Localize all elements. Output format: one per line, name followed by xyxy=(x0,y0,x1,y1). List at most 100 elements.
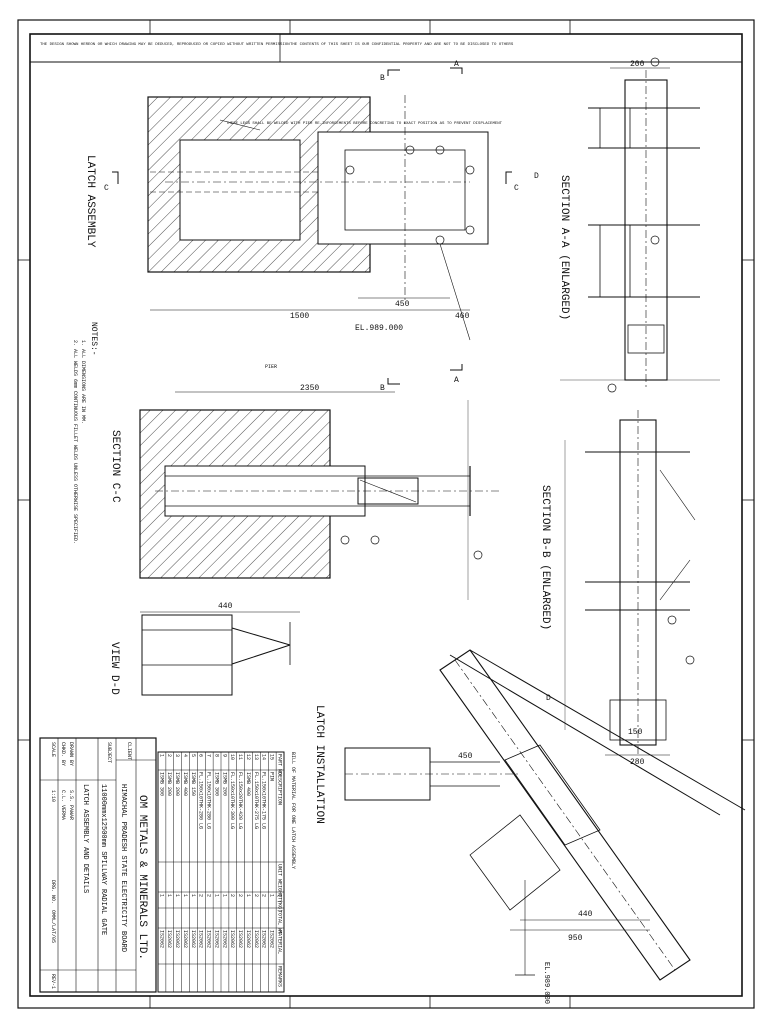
bom-cell: 1 xyxy=(158,894,164,897)
note-1: 1. ALL DIMENSIONS ARE IN MM. xyxy=(80,340,86,424)
section-cc-title: SECTION C-C xyxy=(109,430,121,503)
bom-cell: ISMB 300 xyxy=(158,772,164,796)
bom-cell: FL.150x20THK-420 LG xyxy=(237,772,243,829)
inner-border xyxy=(29,33,743,997)
bom-cell: IS2062 xyxy=(158,930,164,948)
bom-cell: 1 xyxy=(213,894,219,897)
bom-cell: 13 xyxy=(253,754,259,760)
section-aa-view xyxy=(560,57,720,393)
bom-cell: 4 xyxy=(182,754,188,757)
bom-cell: 2 xyxy=(261,894,267,897)
view-dd-title: VIEW D-D xyxy=(108,642,120,695)
bom-cell: FL.150x10THK-280 LG xyxy=(198,772,204,829)
bom-cell: FL.150x10THK-300 LG xyxy=(229,772,235,829)
bom-cell: IS2062 xyxy=(206,930,212,948)
bom-cell: IS2062 xyxy=(221,930,227,948)
bom-cell: IS2062 xyxy=(213,930,219,948)
header-right-note: THE CONTENTS OF THIS SHEET IS OUR CONFID… xyxy=(290,43,514,47)
bom-cell: IS2062 xyxy=(261,930,267,948)
latch-assembly-view xyxy=(147,95,489,341)
bom-header-cell: QTY xyxy=(276,894,282,903)
bom-cell: 2 xyxy=(166,754,172,757)
dim-440-dd: 440 xyxy=(218,602,233,611)
bom-cell: 7 xyxy=(206,754,212,757)
drawing-number-label: DRG. NO. xyxy=(50,880,56,904)
bom-cell: ISMB 150 xyxy=(190,772,196,796)
bom-cell: PIN xyxy=(269,772,275,781)
elevation-label: EL.989.000 xyxy=(355,324,403,333)
marker-c-left: C xyxy=(104,184,109,193)
client-name: HIMACHAL PRADESH STATE ELECTRICITY BOARD xyxy=(119,784,127,952)
bom-cell: IS2062 xyxy=(198,930,204,948)
dim-150: 150 xyxy=(628,728,643,737)
latch-installation-title: LATCH INSTALLATION xyxy=(313,705,325,824)
dim-280: 280 xyxy=(630,758,645,767)
revision: REV-1 xyxy=(50,974,56,989)
latch-installation-view xyxy=(344,649,746,981)
weld-note: THESE LEGS SHALL BE WELDED WITH PIER RE-… xyxy=(226,122,503,126)
marker-a-bottom: A xyxy=(454,376,459,385)
checked-by: C.L. VERMA xyxy=(60,790,66,820)
drawing-number: OMML/LAT/05 xyxy=(50,910,56,943)
bom-cell: 2 xyxy=(229,894,235,897)
bom-cell: ISMB 300 xyxy=(213,772,219,796)
section-bb-view xyxy=(564,410,696,756)
bom-cell: IS2062 xyxy=(182,930,188,948)
section-aa-title: SECTION A-A (ENLARGED) xyxy=(558,175,570,320)
latch-assembly-title: LATCH ASSEMBLY xyxy=(84,155,96,248)
dim-450: 450 xyxy=(395,300,410,309)
bom-cell: 6 xyxy=(198,754,204,757)
bom-header-cell: REMARKS xyxy=(276,966,282,987)
bom-cell: 11 xyxy=(237,754,243,760)
bom-cell: 1 xyxy=(245,894,251,897)
elevation-label-install: EL.989.000 xyxy=(542,962,550,1004)
company-name: OM METALS & MINERALS LTD. xyxy=(136,795,148,960)
dim-460: 460 xyxy=(455,312,470,321)
marker-d-top: D xyxy=(534,172,539,181)
bom-cell: IS2062 xyxy=(269,930,275,948)
bom-cell: ISMB 400 xyxy=(245,772,251,796)
dim-200-a: 200 xyxy=(630,60,645,69)
bom-cell: ISMB 200 xyxy=(174,772,180,796)
bom-cell: FL.150x10THK-280 LG xyxy=(206,772,212,829)
bom-header-cell: DESCRIPTION xyxy=(276,772,282,805)
dim-450-install: 450 xyxy=(458,752,473,761)
note-2: 2. ALL WELDS 6mm CONTINUOUS FILLET WELDS… xyxy=(72,340,78,544)
scale-label: SCALE xyxy=(50,742,56,757)
bom-header-cell: UNIT WEIGHT (KG) xyxy=(276,864,282,912)
bom-cell: 1 xyxy=(158,754,164,757)
drawn-label: DRAWN BY xyxy=(68,742,74,766)
marker-b-bottom: B xyxy=(380,384,385,393)
section-markers xyxy=(112,67,512,385)
subject-line-1: 11000mmx12500mm SPILLWAY RADIAL GATE xyxy=(99,784,107,935)
marker-c-right: C xyxy=(514,184,519,193)
bom-cell: FL.150x10THK-275 LG xyxy=(253,772,259,829)
outer-border xyxy=(17,19,755,1009)
bom-cell: 2 xyxy=(253,894,259,897)
bom-cell: 2 xyxy=(206,894,212,897)
view-dd xyxy=(140,611,300,696)
marker-a-top: A xyxy=(454,60,459,69)
dim-1500: 1500 xyxy=(290,312,309,321)
dim-440-install: 440 xyxy=(578,910,593,919)
marker-d-bottom: D xyxy=(546,694,551,703)
bom-cell: 12 xyxy=(245,754,251,760)
title-block xyxy=(39,737,157,993)
bom-cell: FL.150x10THK-175 LG xyxy=(261,772,267,829)
marker-b-top: B xyxy=(380,74,385,83)
scale-value: 1:10 xyxy=(50,790,56,802)
bom-cell: 2 xyxy=(237,894,243,897)
subject-label: SUBJECT xyxy=(106,742,112,763)
bom-cell: ISMB 200 xyxy=(166,772,172,796)
bom-cell: IS2062 xyxy=(237,930,243,948)
bom-cell: 9 xyxy=(221,754,227,757)
section-bb-title: SECTION B-B (ENLARGED) xyxy=(539,485,551,630)
pier-label-cc: PIER xyxy=(265,364,277,370)
bom-cell: 1 xyxy=(221,894,227,897)
bom-cell: 3 xyxy=(174,754,180,757)
bom-cell: 2 xyxy=(198,894,204,897)
latch-frame xyxy=(317,131,489,245)
